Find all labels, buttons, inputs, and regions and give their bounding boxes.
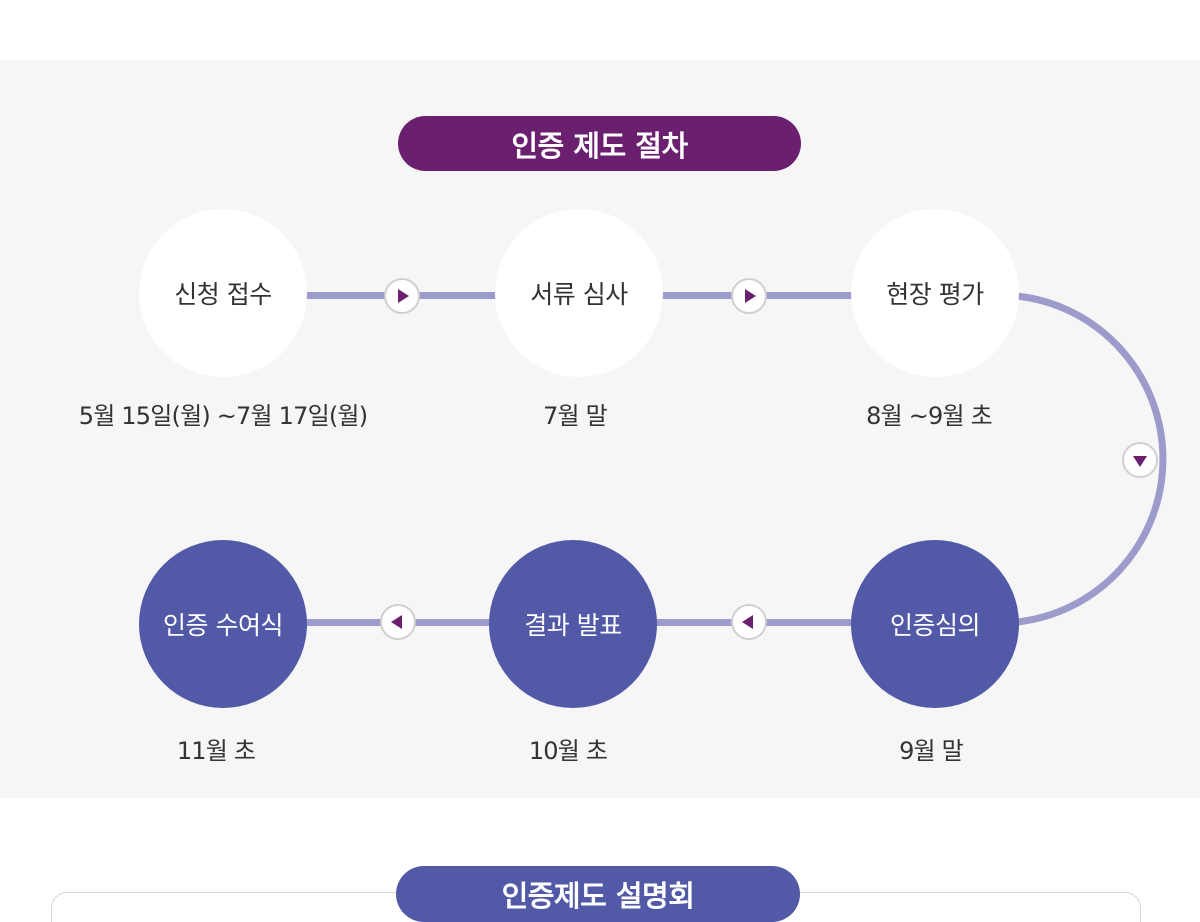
process-title: 인증 제도 절차: [511, 128, 688, 163]
step-document-review: 서류 심사: [495, 209, 663, 377]
step-date-document-review: 7월 말: [543, 402, 608, 430]
arrow-3-4: [1122, 442, 1158, 478]
info-session-title-pill: 인증제도 설명회: [396, 866, 800, 922]
arrow-1-2: [384, 278, 420, 314]
step-label: 결과 발표: [524, 611, 622, 640]
play-right-icon: [398, 289, 409, 303]
step-date-result-announcement: 10월 초: [528, 737, 608, 765]
play-down-icon: [1133, 456, 1147, 467]
step-label: 인증 수여식: [163, 611, 283, 640]
step-date-award-ceremony: 11월 초: [176, 737, 256, 765]
step-label: 서류 심사: [530, 280, 628, 309]
step-label: 현장 평가: [886, 280, 984, 309]
step-label: 인증심의: [889, 611, 981, 640]
arrow-4-5: [731, 604, 767, 640]
play-left-icon: [742, 615, 753, 629]
step-date-site-evaluation: 8월 ~9월 초: [866, 402, 993, 430]
step-date-certification-review: 9월 말: [899, 737, 964, 765]
arrow-5-6: [380, 604, 416, 640]
play-right-icon: [745, 289, 756, 303]
top-band: [0, 0, 1200, 60]
step-certification-review: 인증심의: [851, 540, 1019, 708]
step-site-evaluation: 현장 평가: [851, 209, 1019, 377]
process-title-pill: 인증 제도 절차: [398, 116, 801, 171]
step-result-announcement: 결과 발표: [489, 540, 657, 708]
arrow-2-3: [731, 278, 767, 314]
step-date-application: 5월 15일(월) ~7월 17일(월): [78, 402, 368, 430]
info-session-title: 인증제도 설명회: [501, 879, 695, 913]
play-left-icon: [391, 615, 402, 629]
step-application: 신청 접수: [139, 209, 307, 377]
step-label: 신청 접수: [174, 280, 272, 309]
step-award-ceremony: 인증 수여식: [139, 540, 307, 708]
